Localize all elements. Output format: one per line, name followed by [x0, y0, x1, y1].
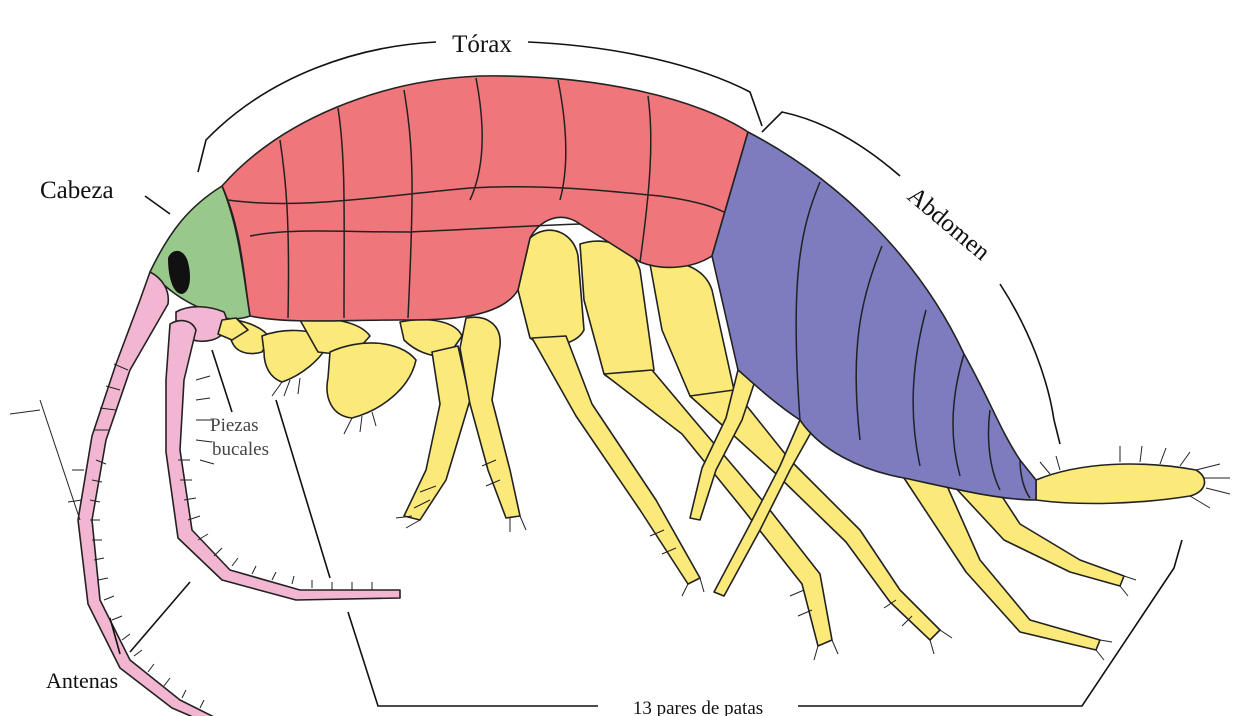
- antennae-pointer-right: [130, 582, 190, 652]
- mouthparts-pointer: [212, 350, 232, 412]
- abdomen-label: Abdomen: [902, 182, 995, 266]
- head-pointer: [145, 196, 170, 214]
- legs-label: 13 pares de patas: [633, 698, 763, 716]
- leg-3-distal: [404, 346, 470, 520]
- leg-gnathopod-2-hand: [327, 343, 416, 418]
- mouthparts-label-line2: bucales: [212, 439, 269, 460]
- uropod-3: [1036, 464, 1205, 503]
- mouthparts-label-line1: Piezas: [210, 415, 259, 436]
- antennae-label: Antenas: [46, 668, 118, 693]
- leg-4: [460, 317, 520, 518]
- thorax-label: Tórax: [452, 31, 512, 58]
- head-label: Cabeza: [40, 177, 114, 204]
